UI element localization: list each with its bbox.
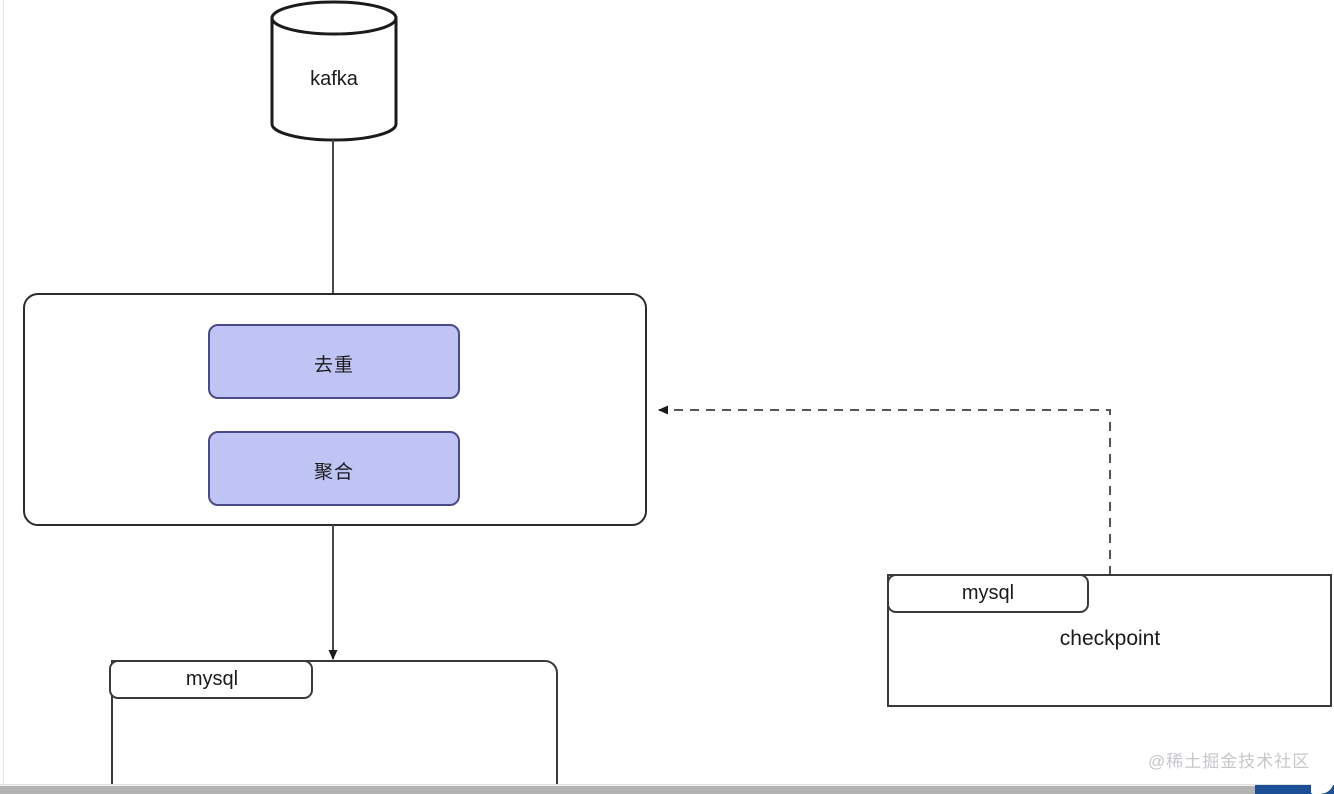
dedupe-label: 去重 (313, 355, 354, 376)
processing-container-shape[interactable] (23, 293, 647, 526)
mysql-output-tab-shape[interactable] (109, 660, 313, 699)
horizontal-scrollbar-accent[interactable] (1255, 785, 1334, 794)
kafka-label: kafka (310, 68, 358, 90)
aggregate-label: 聚合 (313, 462, 354, 483)
checkpoint-body-label: checkpoint (1059, 627, 1161, 650)
horizontal-scrollbar-thumb[interactable] (0, 786, 1255, 794)
mysql-checkpoint-tab-shape[interactable] (887, 574, 1089, 613)
mysql-output-tab-label: mysql (185, 668, 239, 690)
scrollbar-corner (1312, 772, 1334, 794)
mysql-checkpoint-tab-label: mysql (961, 582, 1015, 604)
kafka-cylinder-shape[interactable] (270, 0, 398, 142)
page-gutter-line (3, 0, 4, 794)
edge-checkpoint-to-processing (658, 405, 1111, 575)
dedupe-box-shape[interactable] (208, 324, 460, 399)
watermark-text: @稀土掘金技术社区 (1148, 752, 1311, 771)
horizontal-scrollbar-track[interactable] (0, 784, 1334, 794)
aggregate-box-shape[interactable] (208, 431, 460, 506)
mysql-output-box-shape[interactable] (109, 660, 558, 794)
mysql-checkpoint-box-shape[interactable] (887, 574, 1332, 707)
